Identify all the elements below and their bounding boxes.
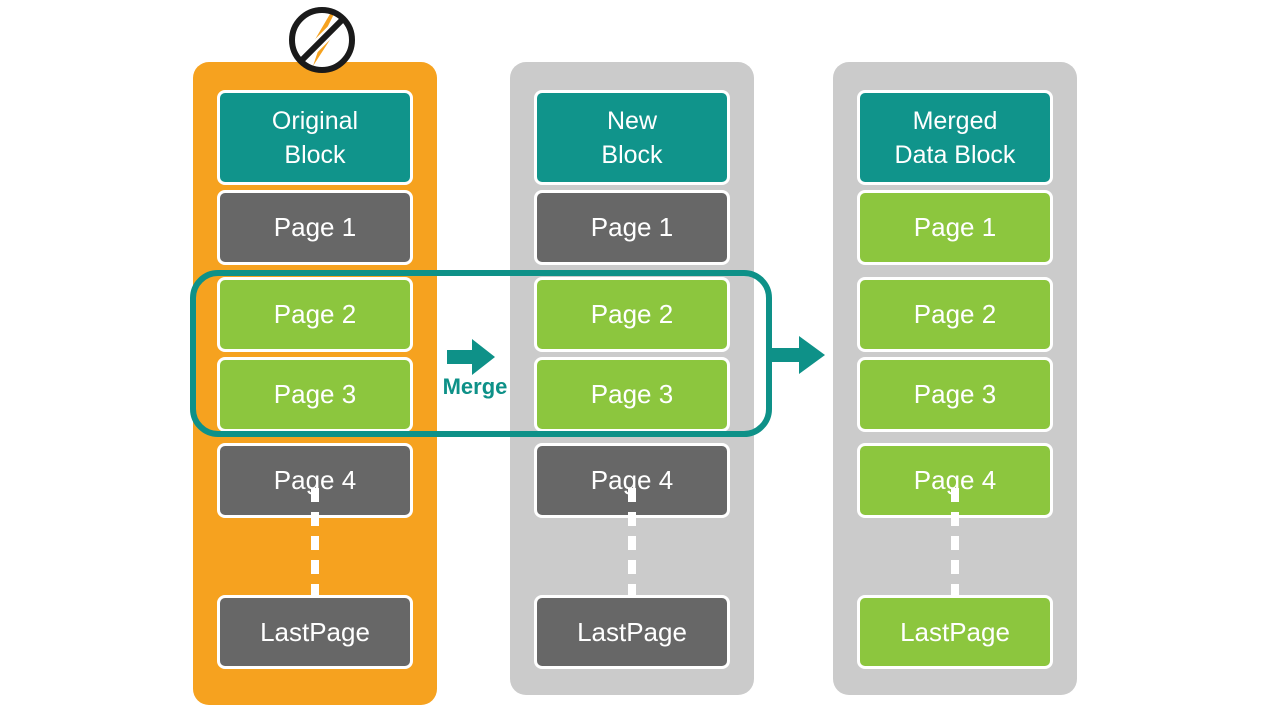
merged-last-page: LastPage [857,595,1053,669]
page-label: Page 1 [590,212,674,242]
original-page-3: Page 3 [217,357,413,432]
merge-selection-ring [190,270,772,437]
original-page-1: Page 1 [217,190,413,265]
merge-label: Merge [442,374,508,399]
ellipsis-dashed-line [311,488,319,596]
merged-page-1: Page 1 [857,190,1053,265]
page-label: Page 2 [913,299,997,329]
merged-page-2: Page 2 [857,277,1053,352]
header-line-2: Block [284,140,346,169]
original-page-2: Page 2 [217,277,413,352]
page-label: Page 3 [913,379,997,409]
merged-page-3: Page 3 [857,357,1053,432]
new-last-page: LastPage [534,595,730,669]
header-line-2: Block [601,140,663,169]
header-line-1: New [606,106,657,135]
ellipsis-dashed-line [951,488,959,596]
new-page-2: Page 2 [534,277,730,352]
page-label: LastPage [577,616,687,647]
header-line-2: Data Block [894,140,1016,169]
ellipsis-dashed-line [628,488,636,596]
new-page-1: Page 1 [534,190,730,265]
page-label: LastPage [260,616,370,647]
result-arrow-icon [771,336,825,374]
merge-arrow-icon [447,339,495,375]
power-loss-prohibited-icon [289,7,355,73]
page-label: Page 1 [273,212,357,242]
page-label: Page 1 [913,212,997,242]
new-page-3: Page 3 [534,357,730,432]
page-label: Page 3 [273,379,357,409]
page-label: Page 2 [590,299,674,329]
header-line-1: Original [271,106,359,135]
page-label: Page 3 [590,379,674,409]
header-line-1: Merged [912,106,998,135]
original-last-page: LastPage [217,595,413,669]
page-label: Page 2 [273,299,357,329]
page-label: LastPage [900,616,1010,647]
